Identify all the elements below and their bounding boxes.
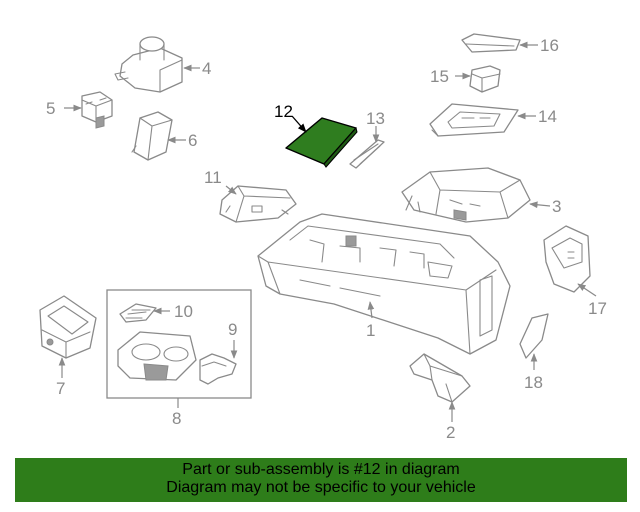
part-17 (543, 225, 591, 293)
callout-14: 14 (538, 107, 557, 126)
callout-6: 6 (188, 131, 197, 150)
part-18 (519, 313, 549, 359)
part-1 (257, 213, 511, 355)
callout-11: 11 (204, 168, 222, 187)
part-5 (81, 91, 113, 129)
part-15 (469, 65, 501, 93)
part-10 (119, 303, 157, 323)
part-9 (199, 353, 237, 385)
callout-13: 13 (366, 109, 385, 128)
group-box-8 (106, 289, 252, 399)
part-16 (461, 33, 521, 53)
info-banner: Part or sub-assembly is #12 in diagram D… (15, 458, 627, 502)
callout-2: 2 (446, 423, 455, 442)
callout-5: 5 (46, 99, 55, 118)
part-2 (409, 353, 471, 403)
callout-10: 10 (174, 302, 193, 321)
part-3 (401, 167, 531, 223)
part-14 (429, 103, 519, 137)
callout-9: 9 (228, 320, 237, 339)
part-11 (219, 185, 297, 223)
callout-1: 1 (366, 321, 375, 340)
callout-3: 3 (552, 197, 561, 216)
banner-line-1: Part or sub-assembly is #12 in diagram (182, 461, 460, 478)
leaders (58, 41, 597, 422)
part-13 (349, 139, 385, 169)
part-6 (131, 111, 173, 161)
callout-15: 15 (430, 67, 449, 86)
part-8 (117, 331, 197, 381)
parts-diagram: 4 5 6 11 12 13 16 15 14 3 17 1 10 9 7 8 … (39, 33, 607, 442)
part-12-highlighted (285, 117, 358, 168)
callout-17: 17 (588, 299, 607, 318)
part-7 (39, 295, 97, 359)
callout-8: 8 (172, 409, 181, 428)
callout-18: 18 (524, 373, 543, 392)
banner-line-2: Diagram may not be specific to your vehi… (166, 479, 476, 496)
callout-7: 7 (56, 379, 65, 398)
callout-4: 4 (202, 59, 211, 78)
part-4 (114, 36, 183, 93)
callout-12: 12 (274, 102, 293, 121)
callout-16: 16 (540, 36, 559, 55)
